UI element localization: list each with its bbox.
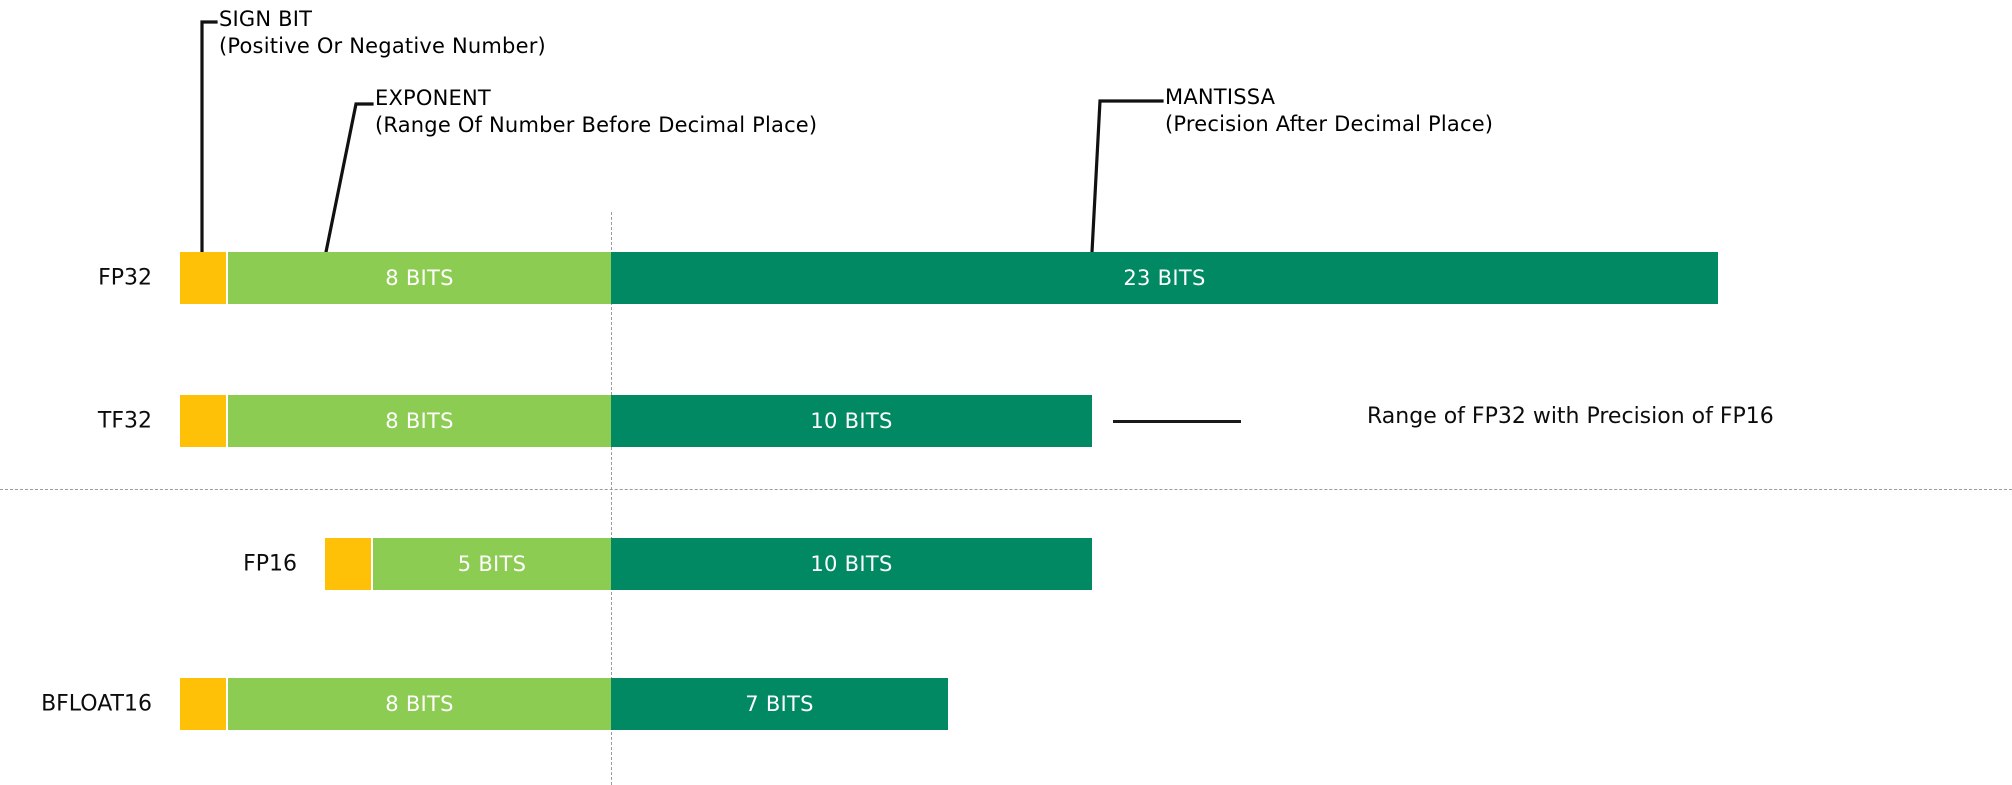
exponent-segment-fp16: 5 BITS — [373, 538, 611, 590]
mantissa-label-fp32: 23 BITS — [1123, 266, 1206, 290]
tf32-annotation-rule — [1113, 420, 1241, 423]
exponent-label-fp16: 5 BITS — [457, 552, 527, 576]
format-label-fp32: FP32 — [98, 265, 152, 291]
mantissa-label-tf32: 10 BITS — [810, 409, 893, 433]
format-label-tf32: TF32 — [97, 408, 152, 434]
sign-bit-segment-fp32 — [180, 252, 226, 304]
mantissa-segment-tf32: 10 BITS — [611, 395, 1092, 447]
mantissa-segment-fp16: 10 BITS — [611, 538, 1092, 590]
section-divider-line — [0, 489, 2012, 490]
tf32-annotation-text: Range of FP32 with Precision of FP16 — [1367, 404, 1774, 429]
exponent-segment-fp32: 8 BITS — [228, 252, 611, 304]
decimal-point-guide-line — [611, 212, 612, 785]
format-row-fp16: FP16 5 BITS 10 BITS — [243, 538, 1092, 590]
sign-bit-segment-fp16 — [325, 538, 371, 590]
mantissa-label-fp16: 10 BITS — [810, 552, 893, 576]
mantissa-segment-bfloat16: 7 BITS — [611, 678, 948, 730]
format-row-fp32: FP32 8 BITS 23 BITS — [98, 252, 1718, 304]
callout-sign-bit-title: SIGN BIT — [219, 7, 313, 31]
format-row-tf32: TF32 8 BITS 10 BITS — [98, 395, 1092, 447]
exponent-label-tf32: 8 BITS — [385, 409, 454, 433]
callout-exponent: EXPONENT (Range Of Number Before Decimal… — [375, 85, 817, 140]
format-label-bfloat16: BFLOAT16 — [41, 691, 152, 717]
callout-exponent-title: EXPONENT — [375, 86, 491, 110]
mantissa-label-bfloat16: 7 BITS — [745, 692, 814, 716]
sign-bit-segment-tf32 — [180, 395, 226, 447]
exponent-label-bfloat16: 8 BITS — [385, 692, 454, 716]
sign-bit-segment-bfloat16 — [180, 678, 226, 730]
exponent-segment-tf32: 8 BITS — [228, 395, 611, 447]
callout-mantissa: MANTISSA (Precision After Decimal Place) — [1165, 84, 1493, 139]
callout-exponent-subtitle: (Range Of Number Before Decimal Place) — [375, 113, 818, 138]
callout-mantissa-subtitle: (Precision After Decimal Place) — [1165, 112, 1494, 137]
format-label-fp16: FP16 — [243, 551, 297, 577]
callout-mantissa-title: MANTISSA — [1165, 85, 1276, 109]
callout-sign-bit-subtitle: (Positive Or Negative Number) — [219, 34, 546, 59]
exponent-segment-bfloat16: 8 BITS — [228, 678, 611, 730]
exponent-label-fp32: 8 BITS — [385, 266, 454, 290]
format-row-bfloat16: BFLOAT16 8 BITS 7 BITS — [41, 678, 948, 730]
callout-sign-bit: SIGN BIT (Positive Or Negative Number) — [219, 6, 546, 61]
mantissa-segment-fp32: 23 BITS — [611, 252, 1718, 304]
